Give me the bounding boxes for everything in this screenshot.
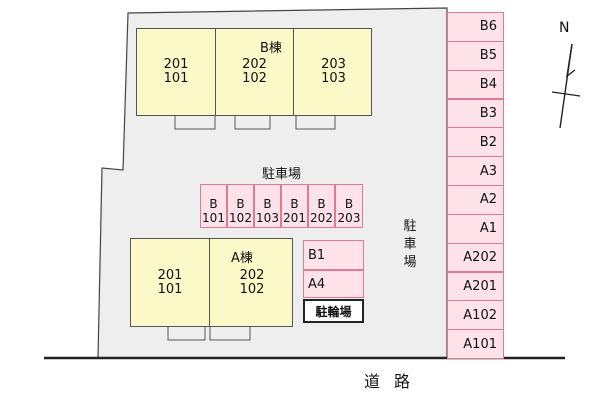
parking-label-char: 車: [403, 237, 417, 252]
parking-stall-a201: A201: [447, 271, 504, 302]
parking-stall-a102: A102: [447, 300, 504, 331]
building-a-name: A棟: [231, 251, 253, 266]
parking-label-right: 駐 車 場: [402, 218, 418, 272]
bicycle-parking: 駐輪場: [303, 299, 364, 323]
parking-stall-b4: B4: [447, 69, 504, 100]
parking-label-char: 駐: [403, 219, 417, 234]
unit-a-202-102: 202 102: [210, 239, 294, 326]
parking-stall-b6: B6: [447, 12, 504, 42]
unit-b-202-102: 202 102: [216, 29, 294, 115]
parking-stall-b5: B5: [447, 40, 504, 71]
unit-number: 102: [239, 281, 265, 297]
parking-label-char: 場: [403, 255, 417, 270]
unit-a-201-101: 201 101: [131, 239, 210, 326]
building-b: B棟 201 101 202 102 203 103: [136, 28, 372, 116]
building-b-name: B棟: [260, 41, 282, 56]
north-label: N: [559, 20, 570, 36]
building-a: A棟 201 101 202 102: [130, 238, 293, 327]
parking-stall-a2: A2: [447, 185, 504, 215]
parking-stall-b2: B2: [447, 127, 504, 158]
unit-number: 101: [157, 281, 183, 297]
parking-stall-b3: B3: [447, 98, 504, 129]
unit-number: 203: [321, 57, 346, 72]
parking-stall-a202: A202: [447, 242, 504, 273]
parking-stall-b1: B1: [303, 240, 364, 270]
unit-number: 202: [239, 267, 265, 283]
parking-stall-a1: A1: [447, 213, 504, 244]
unit-b-203-103: 203 103: [294, 29, 373, 115]
unit-number: 101: [163, 71, 189, 86]
parking-stall-a3: A3: [447, 156, 504, 186]
unit-number: 202: [242, 57, 267, 72]
parking-label-center: 駐車場: [262, 167, 302, 182]
unit-number: 201: [157, 267, 183, 283]
unit-b-201-101: 201 101: [137, 29, 216, 115]
unit-number: 102: [242, 71, 267, 86]
road-label: 道路: [364, 372, 425, 391]
unit-number: 103: [321, 71, 346, 86]
north-arrow-icon: [551, 43, 581, 129]
parking-stall-a101: A101: [447, 329, 504, 359]
parking-stall-a4: A4: [303, 270, 364, 298]
unit-number: 201: [163, 57, 189, 72]
